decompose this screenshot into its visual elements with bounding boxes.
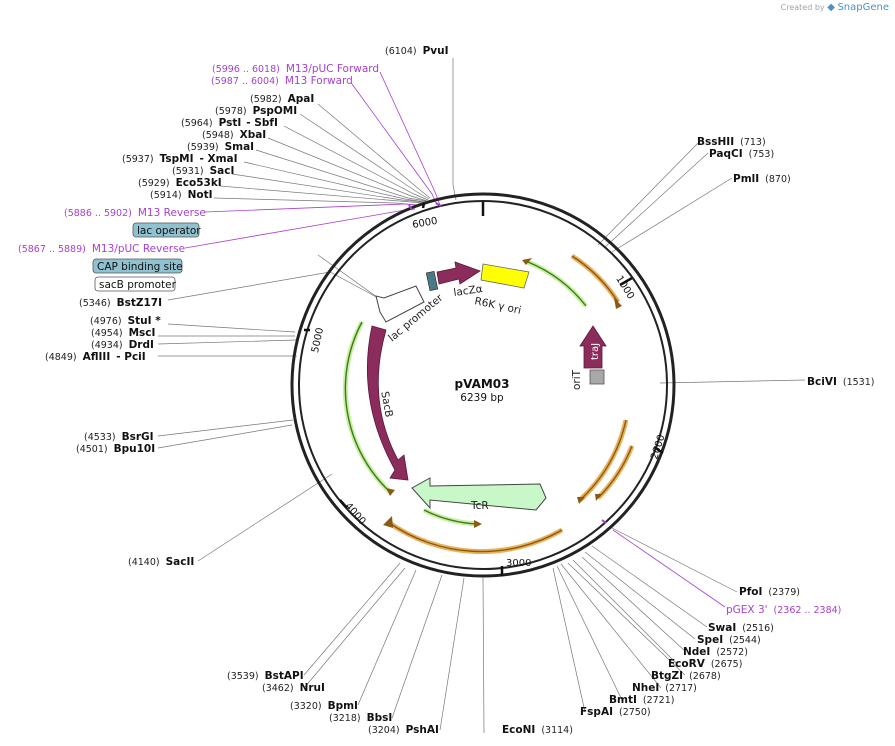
feature-traj — [579, 325, 607, 369]
site-econi: EcoNI(3114) — [502, 724, 573, 736]
site-bcivi: BciVI(1531) — [807, 376, 874, 388]
site-labels-right: BssHII(713) PaqCI(753) PmlI(870) BciVI(1… — [502, 136, 874, 736]
label-traj: traJ — [590, 343, 601, 360]
feature-orit — [589, 369, 605, 385]
green-arc-top — [527, 259, 588, 308]
site-psti: (5964)PstI- SbfI — [181, 117, 278, 129]
site-btgzi: BtgZI(2678) — [651, 670, 721, 682]
primer-mark-m13-rev — [408, 204, 413, 211]
primer-labels: (5996 .. 6018)M13/pUC Forward (5987 .. 6… — [18, 63, 841, 616]
site-nrui: (3462)NruI — [262, 682, 325, 694]
plasmid-name: pVAM03 — [455, 377, 510, 391]
site-sacii: (4140)SacII — [128, 556, 194, 568]
site-bbsi: (3218)BbsI — [329, 712, 392, 724]
orf-arcs — [342, 253, 635, 555]
site-noti: (5914)NotI — [150, 189, 213, 201]
label-orit: oriT — [571, 369, 583, 390]
tick-3000: 3000 — [506, 558, 531, 569]
backbone-inner — [298, 200, 668, 570]
site-fspai: FspAI(2750) — [580, 706, 651, 718]
primer-m13puc-rev: (5867 .. 5889)M13/pUC Reverse — [18, 243, 185, 255]
tick-4000: 4000 — [342, 501, 367, 527]
primer-mark-pgex3 — [601, 519, 607, 524]
site-bsrgi: (4533)BsrGI — [84, 431, 154, 443]
site-afliii: (4849)AflIII- PciI — [45, 351, 146, 363]
site-pvui: (6104)PvuI — [385, 45, 449, 57]
sacb-promoter-box — [94, 276, 176, 292]
orf-arc-right-1 — [578, 419, 629, 502]
green-arc-tcr — [422, 507, 479, 527]
label-sacb: SacB — [378, 390, 394, 418]
site-pmli: PmlI(870) — [733, 173, 791, 185]
primer-leader-lines — [184, 71, 726, 608]
lac-operator-box — [132, 222, 200, 238]
scale-ticks — [304, 202, 664, 576]
label-lac-operator: lac operator — [137, 225, 201, 237]
primer-pgex3: pGEX 3'(2362 .. 2384) — [726, 604, 841, 616]
site-pspomi: (5978)PspOMI — [215, 105, 297, 117]
site-spei: SpeI(2544) — [697, 634, 761, 646]
site-bpu10i: (4501)Bpu10I — [76, 443, 155, 455]
site-paqci: PaqCI(753) — [709, 148, 774, 160]
site-labels-left: (6104)PvuI (5982)ApaI (5978)PspOMI (5964… — [45, 45, 449, 736]
site-apai: (5982)ApaI — [250, 93, 314, 105]
site-bstapi: (3539)BstAPI — [227, 670, 304, 682]
snapgene-logo: ◆ — [827, 2, 835, 13]
site-ecorv: EcoRV(2675) — [668, 658, 742, 670]
site-eco53ki: (5929)Eco53kI — [138, 177, 222, 189]
feature-sacb-promoter — [375, 285, 425, 323]
site-pshai: (3204)PshAI — [368, 724, 439, 736]
primer-m13-fwd: (5987 .. 6004)M13 Forward — [211, 75, 353, 87]
site-stui: (4976)StuI * — [90, 315, 161, 327]
primer-m13-rev: (5886 .. 5902)M13 Reverse — [64, 207, 206, 219]
site-msci: (4954)MscI — [91, 327, 155, 339]
site-bsshii: BssHII(713) — [697, 136, 766, 148]
snapgene-credit: Created by ◆ SnapGene — [781, 2, 889, 13]
label-r6k: R6K γ ori — [473, 295, 522, 317]
label-tcr: TcR — [470, 500, 489, 512]
credit-prefix: Created by — [780, 3, 825, 12]
feature-lacza — [436, 261, 481, 285]
feature-cap-site — [425, 271, 439, 291]
feature-sacb — [366, 325, 409, 481]
label-cap-site: CAP binding site — [97, 261, 183, 273]
site-pfoi: PfoI(2379) — [739, 586, 800, 598]
site-drdi: (4934)DrdI — [91, 339, 154, 351]
credit-brand: SnapGene — [837, 2, 889, 13]
site-smai: (5939)SmaI — [187, 141, 254, 153]
site-bmti: BmtI(2721) — [609, 694, 674, 706]
cap-site-box — [92, 258, 183, 274]
site-swai: SwaI(2516) — [708, 622, 774, 634]
site-ndei: NdeI(2572) — [683, 646, 748, 658]
plasmid-size: 6239 bp — [460, 392, 504, 404]
primer-m13puc-fwd: (5996 .. 6018)M13/pUC Forward — [212, 63, 379, 75]
site-nhei: NheI(2717) — [632, 682, 697, 694]
orf-arrowheads — [383, 258, 622, 528]
site-xbai: (5948)XbaI — [202, 129, 266, 141]
feature-tcr — [411, 477, 547, 511]
feature-r6k — [480, 263, 530, 289]
tick-6000: 6000 — [411, 216, 438, 231]
backbone-outer — [290, 192, 676, 578]
site-bpmi: (3320)BpmI — [290, 700, 358, 712]
label-sacb-promoter: sacB promoter — [99, 279, 177, 291]
site-saci: (5931)SacI — [172, 165, 234, 177]
tick-5000: 5000 — [310, 327, 326, 354]
site-bstz17i: (5346)BstZ17I — [79, 297, 162, 309]
primer-mark-m13-fwd — [435, 202, 442, 207]
site-tspmi: (5937)TspMI- XmaI — [122, 153, 238, 165]
label-lacza: lacZα — [453, 283, 484, 299]
